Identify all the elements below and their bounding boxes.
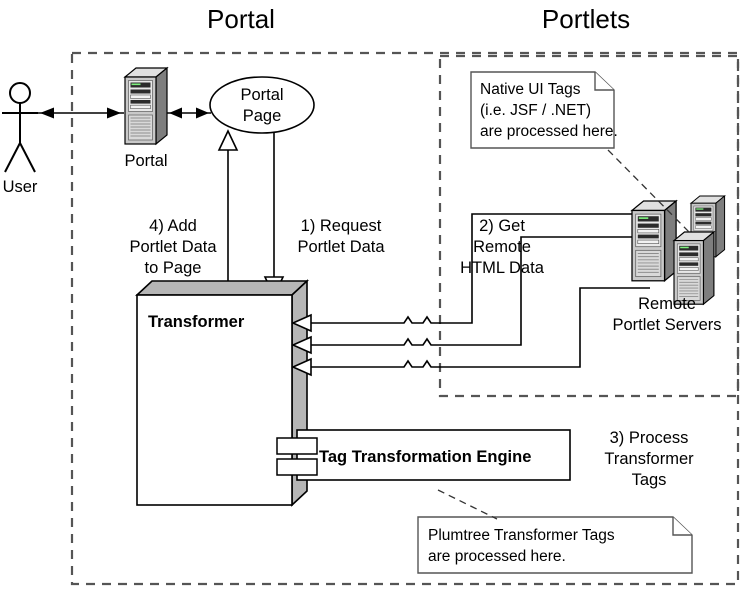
portal-page-label-line2: Page xyxy=(243,107,282,125)
plumtree-note-leader xyxy=(437,489,498,520)
native-note-line1: Native UI Tags xyxy=(480,81,581,98)
tag-transformation-engine-label: Tag Transformation Engine xyxy=(319,448,531,466)
user-stick-figure-icon xyxy=(2,82,38,173)
tag-transformation-engine-box xyxy=(296,429,571,481)
portlets-title: Portlets xyxy=(542,4,630,34)
step2-label-line2: Remote xyxy=(473,238,531,256)
step1-label-line1: 1) Request xyxy=(301,217,382,235)
user-label: User xyxy=(3,178,38,196)
step2-label-line1: 2) Get xyxy=(479,217,525,235)
step4-arrow xyxy=(217,129,239,305)
step2-label-line3: HTML Data xyxy=(460,259,545,277)
user-portal-connector xyxy=(37,107,124,119)
portal-server-icon xyxy=(124,67,168,145)
plumtree-tags-note xyxy=(417,516,693,574)
step4-label-line3: to Page xyxy=(145,259,202,277)
remote-data-connectors xyxy=(291,213,650,377)
portal-title: Portal xyxy=(207,4,275,34)
native-note-line3: are processed here. xyxy=(480,123,618,140)
portal-page-node xyxy=(209,76,315,134)
plumtree-note-line2: are processed here. xyxy=(428,548,566,565)
remote-server-icon-2 xyxy=(673,231,715,305)
step3-label-line3: Tags xyxy=(632,471,667,489)
native-ui-tags-note xyxy=(470,71,615,149)
native-note-line2: (i.e. JSF / .NET) xyxy=(480,102,591,119)
remote-servers-label-line2: Portlet Servers xyxy=(612,316,721,334)
step3-label-line1: 3) Process xyxy=(610,429,689,447)
transformer-label: Transformer xyxy=(148,313,245,331)
step4-label-line2: Portlet Data xyxy=(129,238,217,256)
native-note-leader xyxy=(607,149,693,236)
step1-arrow xyxy=(263,132,285,298)
portal-page-label-line1: Portal xyxy=(240,86,283,104)
step4-label-line1: 4) Add xyxy=(149,217,197,235)
portal-server-label: Portal xyxy=(124,152,167,170)
plumtree-note-line1: Plumtree Transformer Tags xyxy=(428,527,615,544)
step1-label-line2: Portlet Data xyxy=(297,238,385,256)
portlets-boundary xyxy=(438,54,740,398)
transformer-component xyxy=(134,279,310,507)
remote-servers-label-line1: Remote xyxy=(638,295,696,313)
uml-interface-socket-icon xyxy=(276,437,318,476)
step3-label-line2: Transformer xyxy=(604,450,694,468)
portal-portalpage-connector xyxy=(167,107,211,119)
